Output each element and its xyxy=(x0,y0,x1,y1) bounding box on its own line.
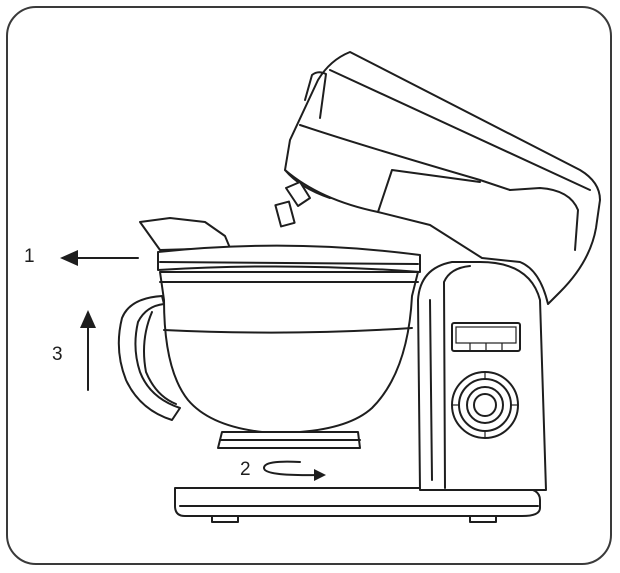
mixer-base xyxy=(174,487,541,523)
control-knob xyxy=(451,371,519,439)
step-label-2: 2 xyxy=(240,459,251,480)
step-label-1: 1 xyxy=(24,246,35,267)
step-arrows xyxy=(60,250,326,481)
step-label-3: 3 xyxy=(52,344,63,365)
arrow-left-icon xyxy=(60,250,139,266)
mixer-head-tilted xyxy=(274,51,601,305)
mixer-body xyxy=(417,261,547,491)
arrow-up-icon xyxy=(80,310,96,391)
rotate-arrow-icon xyxy=(263,460,326,481)
mixing-bowl xyxy=(117,217,421,449)
